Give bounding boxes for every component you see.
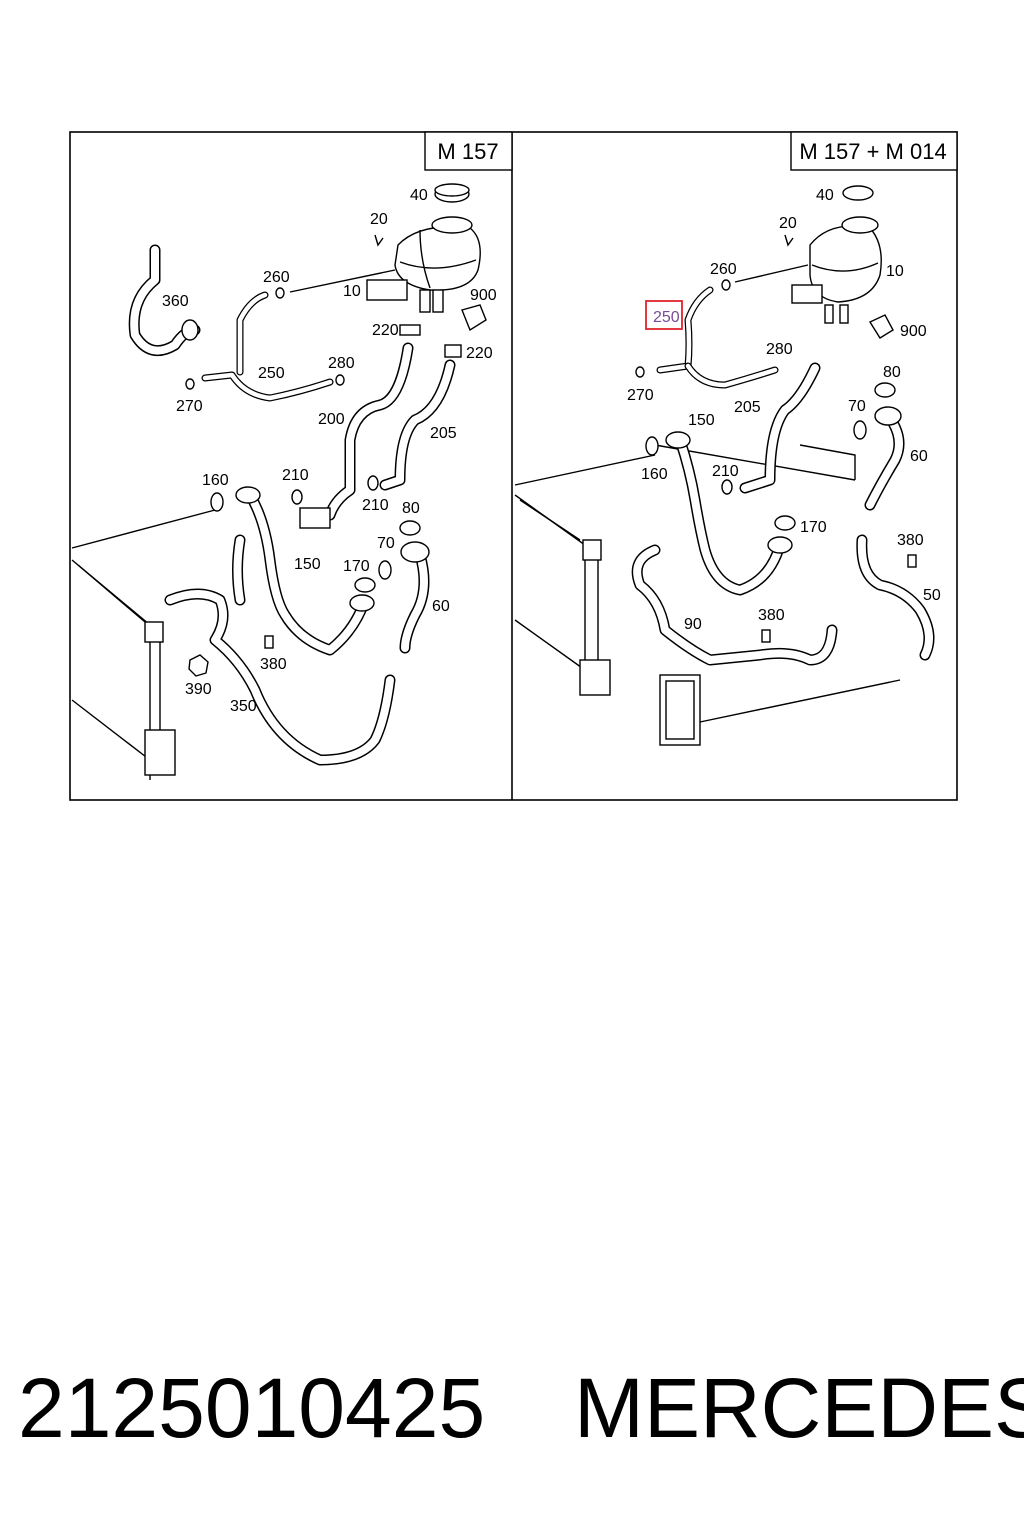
callout-220-a: 220 (372, 322, 399, 339)
callout-380: 380 (260, 656, 287, 673)
hose-150-right (665, 431, 793, 596)
callout-170: 170 (800, 519, 827, 536)
callout-90: 90 (684, 616, 702, 633)
hose-360-left (128, 244, 201, 357)
hose-250-left (185, 269, 396, 402)
callout-60: 60 (910, 448, 928, 465)
hose-60-right (864, 406, 905, 511)
callout-390: 390 (185, 681, 212, 698)
callout-210-b: 210 (362, 497, 389, 514)
heater-core-right (659, 674, 901, 746)
callout-900: 900 (470, 287, 497, 304)
callout-40: 40 (410, 187, 428, 204)
left-callouts: 40 20 10 260 360 900 220 220 280 250 270… (162, 187, 497, 715)
callout-270: 270 (627, 387, 654, 404)
highlight-box-250 (645, 300, 683, 330)
expansion-tank-right (784, 185, 894, 339)
diagram-frame (69, 131, 958, 801)
callout-60: 60 (432, 598, 450, 615)
callout-205: 205 (430, 425, 457, 442)
callout-80: 80 (883, 364, 901, 381)
part-number: 2125010425 (18, 1361, 486, 1455)
hose-250-right (635, 264, 809, 389)
right-panel-title: M 157 + M 014 (799, 139, 946, 164)
small-parts-right (645, 382, 917, 643)
radiator-left (71, 509, 216, 780)
callout-80: 80 (402, 500, 420, 517)
left-panel: M 157 (71, 131, 513, 780)
callout-170: 170 (343, 558, 370, 575)
callout-250-highlighted: 250 (653, 309, 680, 326)
callout-20: 20 (370, 211, 388, 228)
callout-150: 150 (294, 556, 321, 573)
callout-10: 10 (343, 283, 361, 300)
callout-70: 70 (848, 398, 866, 415)
callout-70: 70 (377, 535, 395, 552)
callout-260: 260 (710, 261, 737, 278)
hose-205-left (379, 359, 456, 491)
callout-210: 210 (712, 463, 739, 480)
hose-90-right (631, 544, 838, 666)
expansion-tank-left (366, 183, 487, 358)
left-panel-title-box (424, 131, 513, 171)
callout-50: 50 (923, 587, 941, 604)
small-parts-left (188, 475, 421, 677)
callout-350: 350 (230, 698, 257, 715)
parts-diagram: M 157 (69, 131, 958, 801)
right-panel-title-box (790, 131, 958, 171)
callout-200: 200 (318, 411, 345, 428)
callout-10: 10 (886, 263, 904, 280)
callout-250: 250 (258, 365, 285, 382)
callout-280: 280 (328, 355, 355, 372)
callout-150: 150 (688, 412, 715, 429)
callout-210-a: 210 (282, 467, 309, 484)
hose-205-right (739, 362, 821, 494)
callout-360: 360 (162, 293, 189, 310)
radiator-right (514, 444, 856, 696)
hose-50-right (856, 534, 935, 661)
callout-205: 205 (734, 399, 761, 416)
callout-380-a: 380 (897, 532, 924, 549)
callout-40: 40 (816, 187, 834, 204)
callout-260: 260 (263, 269, 290, 286)
callout-20: 20 (779, 215, 797, 232)
hose-350-left (164, 534, 396, 766)
callout-900: 900 (900, 323, 927, 340)
hose-60-left (399, 541, 430, 654)
callout-160: 160 (202, 472, 229, 489)
hose-150-left (235, 486, 375, 656)
callout-280: 280 (766, 341, 793, 358)
callout-220-b: 220 (466, 345, 493, 362)
left-panel-title: M 157 (437, 139, 498, 164)
callout-160: 160 (641, 466, 668, 483)
caption: 2125010425 MERCEDES (0, 1360, 1024, 1480)
callout-270: 270 (176, 398, 203, 415)
hose-200-left (324, 342, 414, 521)
callout-380-b: 380 (758, 607, 785, 624)
right-callouts: 40 20 10 260 900 250 280 270 80 205 70 1… (627, 187, 941, 633)
right-panel: M 157 + M 014 (514, 131, 958, 746)
brand: MERCEDES (574, 1361, 1024, 1455)
